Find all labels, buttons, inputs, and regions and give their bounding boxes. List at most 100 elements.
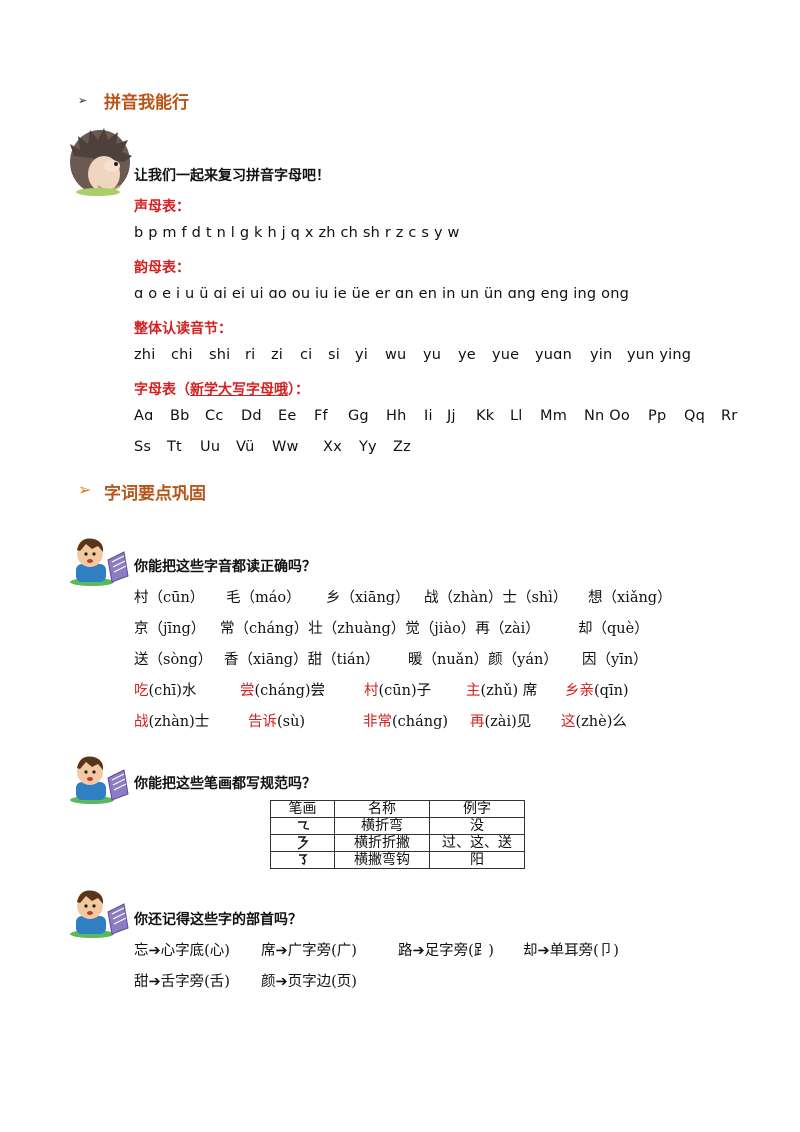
- pronunciation-row-highlighted: 吃(chī)水 尝(cháng)尝 村(cūn)子 主(zhǔ) 席 乡亲(qī…: [0, 679, 800, 699]
- stroke-examples: 阳: [429, 851, 525, 869]
- letter-pair: Ff: [314, 408, 328, 424]
- stroke-glyph: [270, 817, 335, 835]
- table-row: 横撇弯钩 阳: [270, 851, 525, 869]
- alphabet-row-2: Ss Tt Uu Vü Ww Xx Yy Zz: [0, 439, 800, 459]
- stroke-examples: 过、这、送: [429, 834, 525, 852]
- radicals-row: 甜➔舌字旁(舌) 颜➔页字边(页): [0, 970, 800, 990]
- stroke-glyph: [270, 851, 335, 869]
- table-header: 名称: [334, 800, 430, 818]
- radical-item: 甜➔舌字旁(舌): [134, 974, 230, 990]
- letter-pair: Pp: [648, 408, 667, 424]
- syllable: yun ying: [627, 347, 692, 363]
- syllable: wu: [385, 347, 407, 363]
- letter-pair: Ii: [424, 408, 433, 424]
- letter-pair: Nn Oo: [584, 408, 630, 424]
- whole-syllables-list: zhi chi shi ri zi ci si yi wu yu ye yue …: [0, 347, 800, 367]
- letter-pair: Qq: [684, 408, 706, 424]
- highlighted-char: 告诉: [248, 714, 277, 730]
- word-rest: (zhǔ) 席: [480, 683, 538, 699]
- pronunciation-row-highlighted: 战(zhàn)士 告诉(sù) 非常(cháng) 再(zài)见 这(zhè)…: [0, 710, 800, 730]
- word-rest: (cūn)子: [378, 683, 432, 699]
- table-header: 例字: [429, 800, 525, 818]
- word-item: 乡（xiāng）: [326, 590, 410, 606]
- letter-pair: Mm: [540, 408, 568, 424]
- syllable: yi: [355, 347, 369, 363]
- syllable: ri: [245, 347, 256, 363]
- word-rest: (zhàn)士: [148, 714, 210, 730]
- word-item: 尝(cháng)尝: [240, 679, 325, 700]
- word-item: 再(zài)见: [470, 710, 531, 731]
- table-header-row: 笔画 名称 例字: [270, 800, 525, 818]
- word-item: 香（xiāng）甜（tián）: [224, 652, 380, 668]
- letter-pair: Uu: [200, 439, 221, 455]
- letter-pair: Vü: [236, 439, 255, 455]
- radical-item: 颜➔页字边(页): [261, 974, 357, 990]
- highlighted-char: 这: [561, 714, 576, 730]
- finals-list: ɑ o e i u ü ɑi ei ui ɑo ou iu ie üe er ɑ…: [134, 286, 629, 302]
- highlighted-char: 乡亲: [565, 683, 594, 699]
- stroke-hengzhezhepie-icon: [297, 836, 308, 850]
- stroke-glyph: [270, 834, 335, 852]
- strokes-table: 笔画 名称 例字 横折弯 没 横折折撇 过、这、送 横撇弯钩 阳: [270, 800, 525, 869]
- word-item: 乡亲(qīn): [565, 679, 629, 700]
- word-item: 村（cūn）: [134, 590, 205, 606]
- stroke-name: 横折弯: [334, 817, 430, 835]
- radical-item: 忘➔心字底(心): [134, 943, 230, 959]
- letter-pair: Dd: [241, 408, 262, 424]
- letter-pair: Kk: [476, 408, 495, 424]
- syllable: yu: [423, 347, 442, 363]
- letter-pair: Tt: [167, 439, 182, 455]
- word-item: 暖（nuǎn）颜（yán）: [408, 652, 558, 668]
- finals-label: 韵母表：: [134, 260, 190, 276]
- table-header: 笔画: [270, 800, 335, 818]
- syllable: ye: [458, 347, 476, 363]
- highlighted-char: 再: [470, 714, 485, 730]
- word-rest: (zhè)么: [575, 714, 627, 730]
- highlighted-char: 非常: [363, 714, 392, 730]
- section-bullet-arrow: ➢: [78, 94, 88, 107]
- word-item: 送（sòng）: [134, 652, 213, 668]
- radical-item: 路➔足字旁(⻊): [398, 943, 494, 959]
- radical-item: 却➔单耳旁(卩): [523, 943, 619, 959]
- hedgehog-illustration: [68, 126, 134, 196]
- table-row: 横折折撇 过、这、送: [270, 834, 525, 852]
- alphabet-label: 字母表（新学大写字母哦）：: [134, 379, 309, 399]
- stroke-name: 横折折撇: [334, 834, 430, 852]
- syllable: yuɑn: [535, 347, 572, 363]
- syllable: chi: [171, 347, 193, 363]
- word-rest: (sù): [277, 714, 306, 730]
- boy-reading-illustration: [68, 752, 132, 804]
- syllable: zi: [271, 347, 284, 363]
- highlighted-char: 战: [134, 714, 149, 730]
- word-item: 却（què）: [578, 621, 649, 637]
- letter-pair: Ww: [272, 439, 299, 455]
- word-item: 战（zhàn）士（shì）: [424, 590, 568, 606]
- initials-label: 声母表：: [134, 199, 190, 215]
- word-item: 常（cháng）壮（zhuàng）觉（jiào）再（zài）: [220, 621, 540, 637]
- section-title-pinyin: 拼音我能行: [104, 93, 189, 113]
- letter-pair: Ss: [134, 439, 152, 455]
- letter-pair: Xx: [323, 439, 342, 455]
- section-bullet-arrow: ➢: [78, 480, 92, 499]
- stroke-hengpiewangou-icon: [298, 854, 308, 865]
- word-rest: (cháng)尝: [254, 683, 326, 699]
- section-title-words: 字词要点巩固: [104, 484, 206, 504]
- stroke-name: 横撇弯钩: [334, 851, 430, 869]
- letter-pair: Gg: [348, 408, 369, 424]
- boy-reading-illustration: [68, 534, 132, 586]
- letter-pair: Rr: [721, 408, 738, 424]
- highlighted-char: 尝: [240, 683, 255, 699]
- pronunciation-row: 村（cūn） 毛（máo） 乡（xiāng） 战（zhàn）士（shì） 想（x…: [0, 586, 800, 606]
- letter-pair: Ll: [510, 408, 523, 424]
- word-item: 战(zhàn)士: [134, 710, 209, 731]
- question-pronunciation: 你能把这些字音都读正确吗？: [134, 559, 316, 575]
- word-item: 因（yīn）: [582, 652, 648, 668]
- word-item: 这(zhè)么: [561, 710, 627, 731]
- alphabet-row-1: Aɑ Bb Cc Dd Ee Ff Gg Hh Ii Jj Kk Ll Mm N…: [0, 408, 800, 428]
- alphabet-label-underlined: 新学大写字母哦: [190, 382, 288, 398]
- word-item: 想（xiǎng）: [588, 590, 672, 606]
- word-item: 吃(chī)水: [134, 679, 196, 700]
- word-item: 京（jīng）: [134, 621, 206, 637]
- letter-pair: Jj: [447, 408, 456, 424]
- letter-pair: Ee: [278, 408, 297, 424]
